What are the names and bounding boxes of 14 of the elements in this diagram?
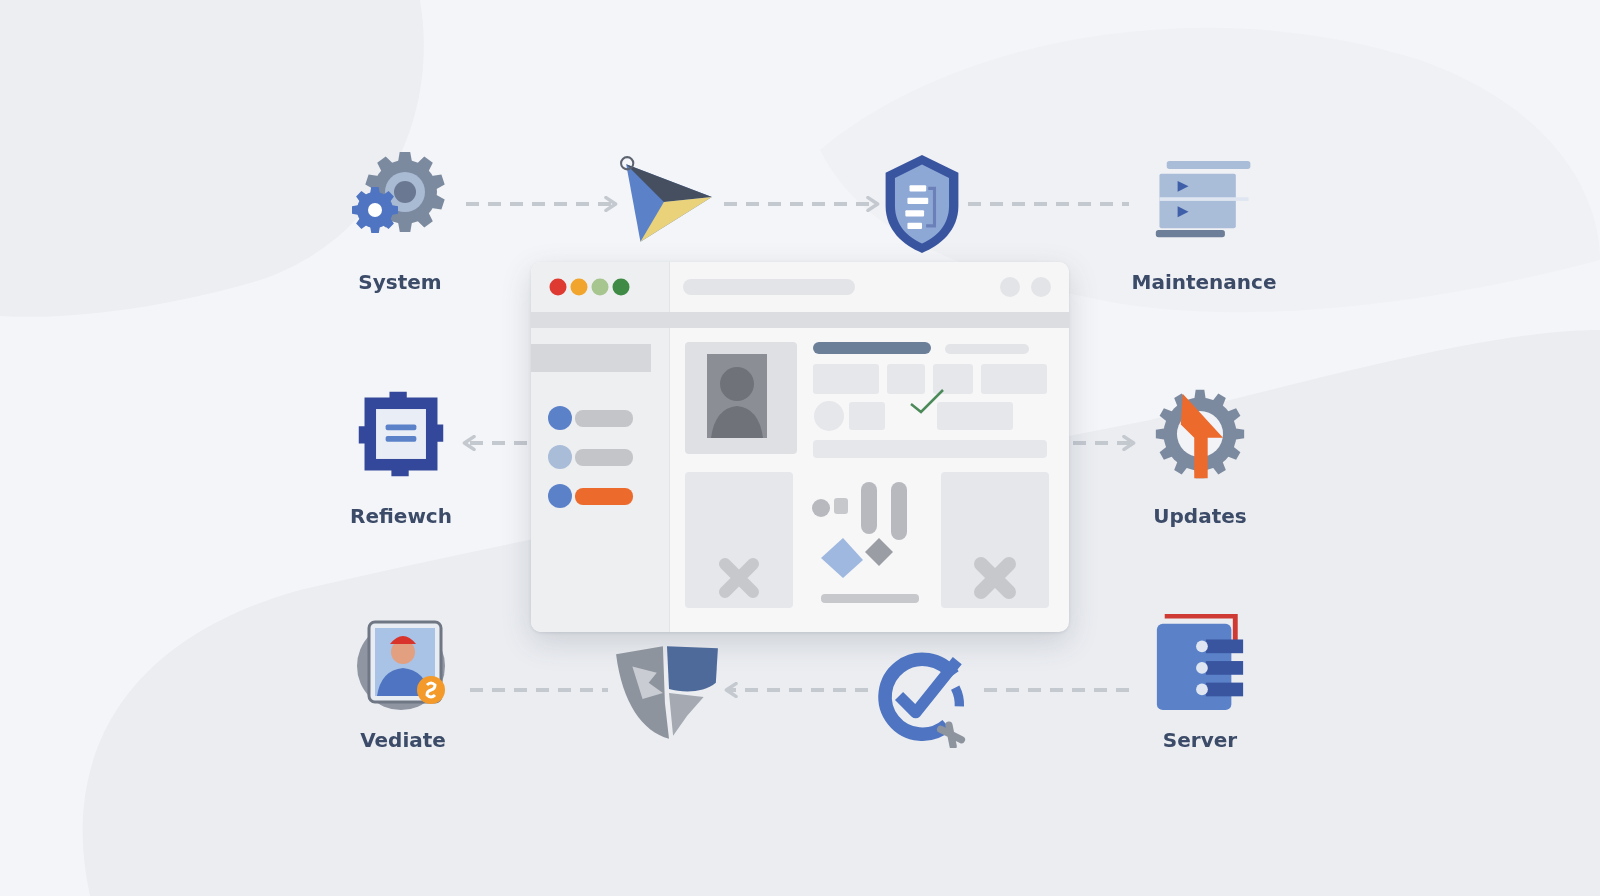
dashed-arrow	[1073, 434, 1136, 452]
dashed-arrow	[724, 681, 868, 699]
browser-window-drawing	[531, 262, 1069, 632]
dashed-line	[470, 688, 608, 692]
node-label: Maintenance	[1131, 270, 1277, 294]
dashed-arrow	[462, 434, 527, 452]
dashed-arrow	[724, 195, 880, 213]
node-label: Server	[1162, 728, 1238, 752]
dashed-line	[968, 202, 1129, 206]
node-label: System	[358, 270, 442, 294]
node-label: Vediate	[360, 728, 446, 752]
node-label: Refiewch	[350, 504, 452, 528]
node-label: Updates	[1153, 504, 1247, 528]
dashed-arrow	[466, 195, 618, 213]
